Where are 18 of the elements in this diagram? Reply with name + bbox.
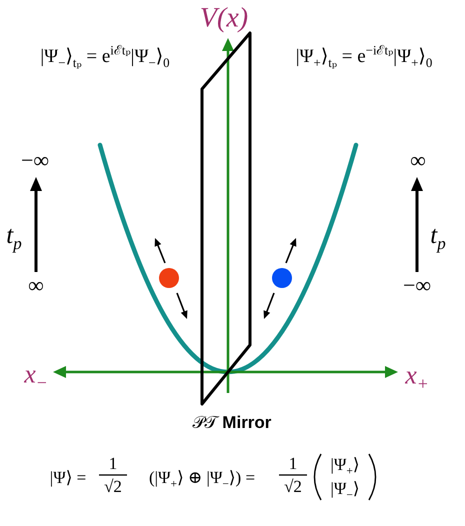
axis-label: V(x) (200, 3, 248, 33)
fraction-numerator: 1 (288, 455, 298, 473)
mirror-label: 𝒫𝒯 Mirror (192, 414, 272, 432)
axis-limit-label: ∞ (410, 148, 426, 172)
axis-label: x$_{−}$ (24, 360, 48, 388)
fraction-denominator: √2 (284, 478, 302, 496)
equation: |Ψ$_{+}$⟩$_{tₚ}$ = e$^{−iℰtₚ}$|Ψ$_{+}$⟩$_{0}$ (296, 47, 432, 67)
axis-limit-label: −∞ (402, 273, 432, 297)
axis-limit-label: −∞ (20, 148, 50, 172)
equation-term: (|Ψ$_{+}$⟩ ⊕ |Ψ$_{−}$⟩) = (148, 469, 256, 487)
fraction-denominator: √2 (104, 478, 122, 496)
axis-limit-label: ∞ (28, 273, 44, 297)
equation: |Ψ$_{−}$⟩$_{tₚ}$ = e$^{iℰtₚ}$|Ψ$_{−}$⟩$_{0}$ (40, 47, 170, 67)
fraction-numerator: 1 (108, 455, 118, 473)
equation-term: |Ψ⟩ = (50, 469, 86, 487)
axis-label: x$_{+}$ (405, 361, 429, 389)
vector-component: |Ψ$_{−}$⟩ (330, 480, 360, 498)
vector-component: |Ψ$_{+}$⟩ (330, 456, 360, 474)
